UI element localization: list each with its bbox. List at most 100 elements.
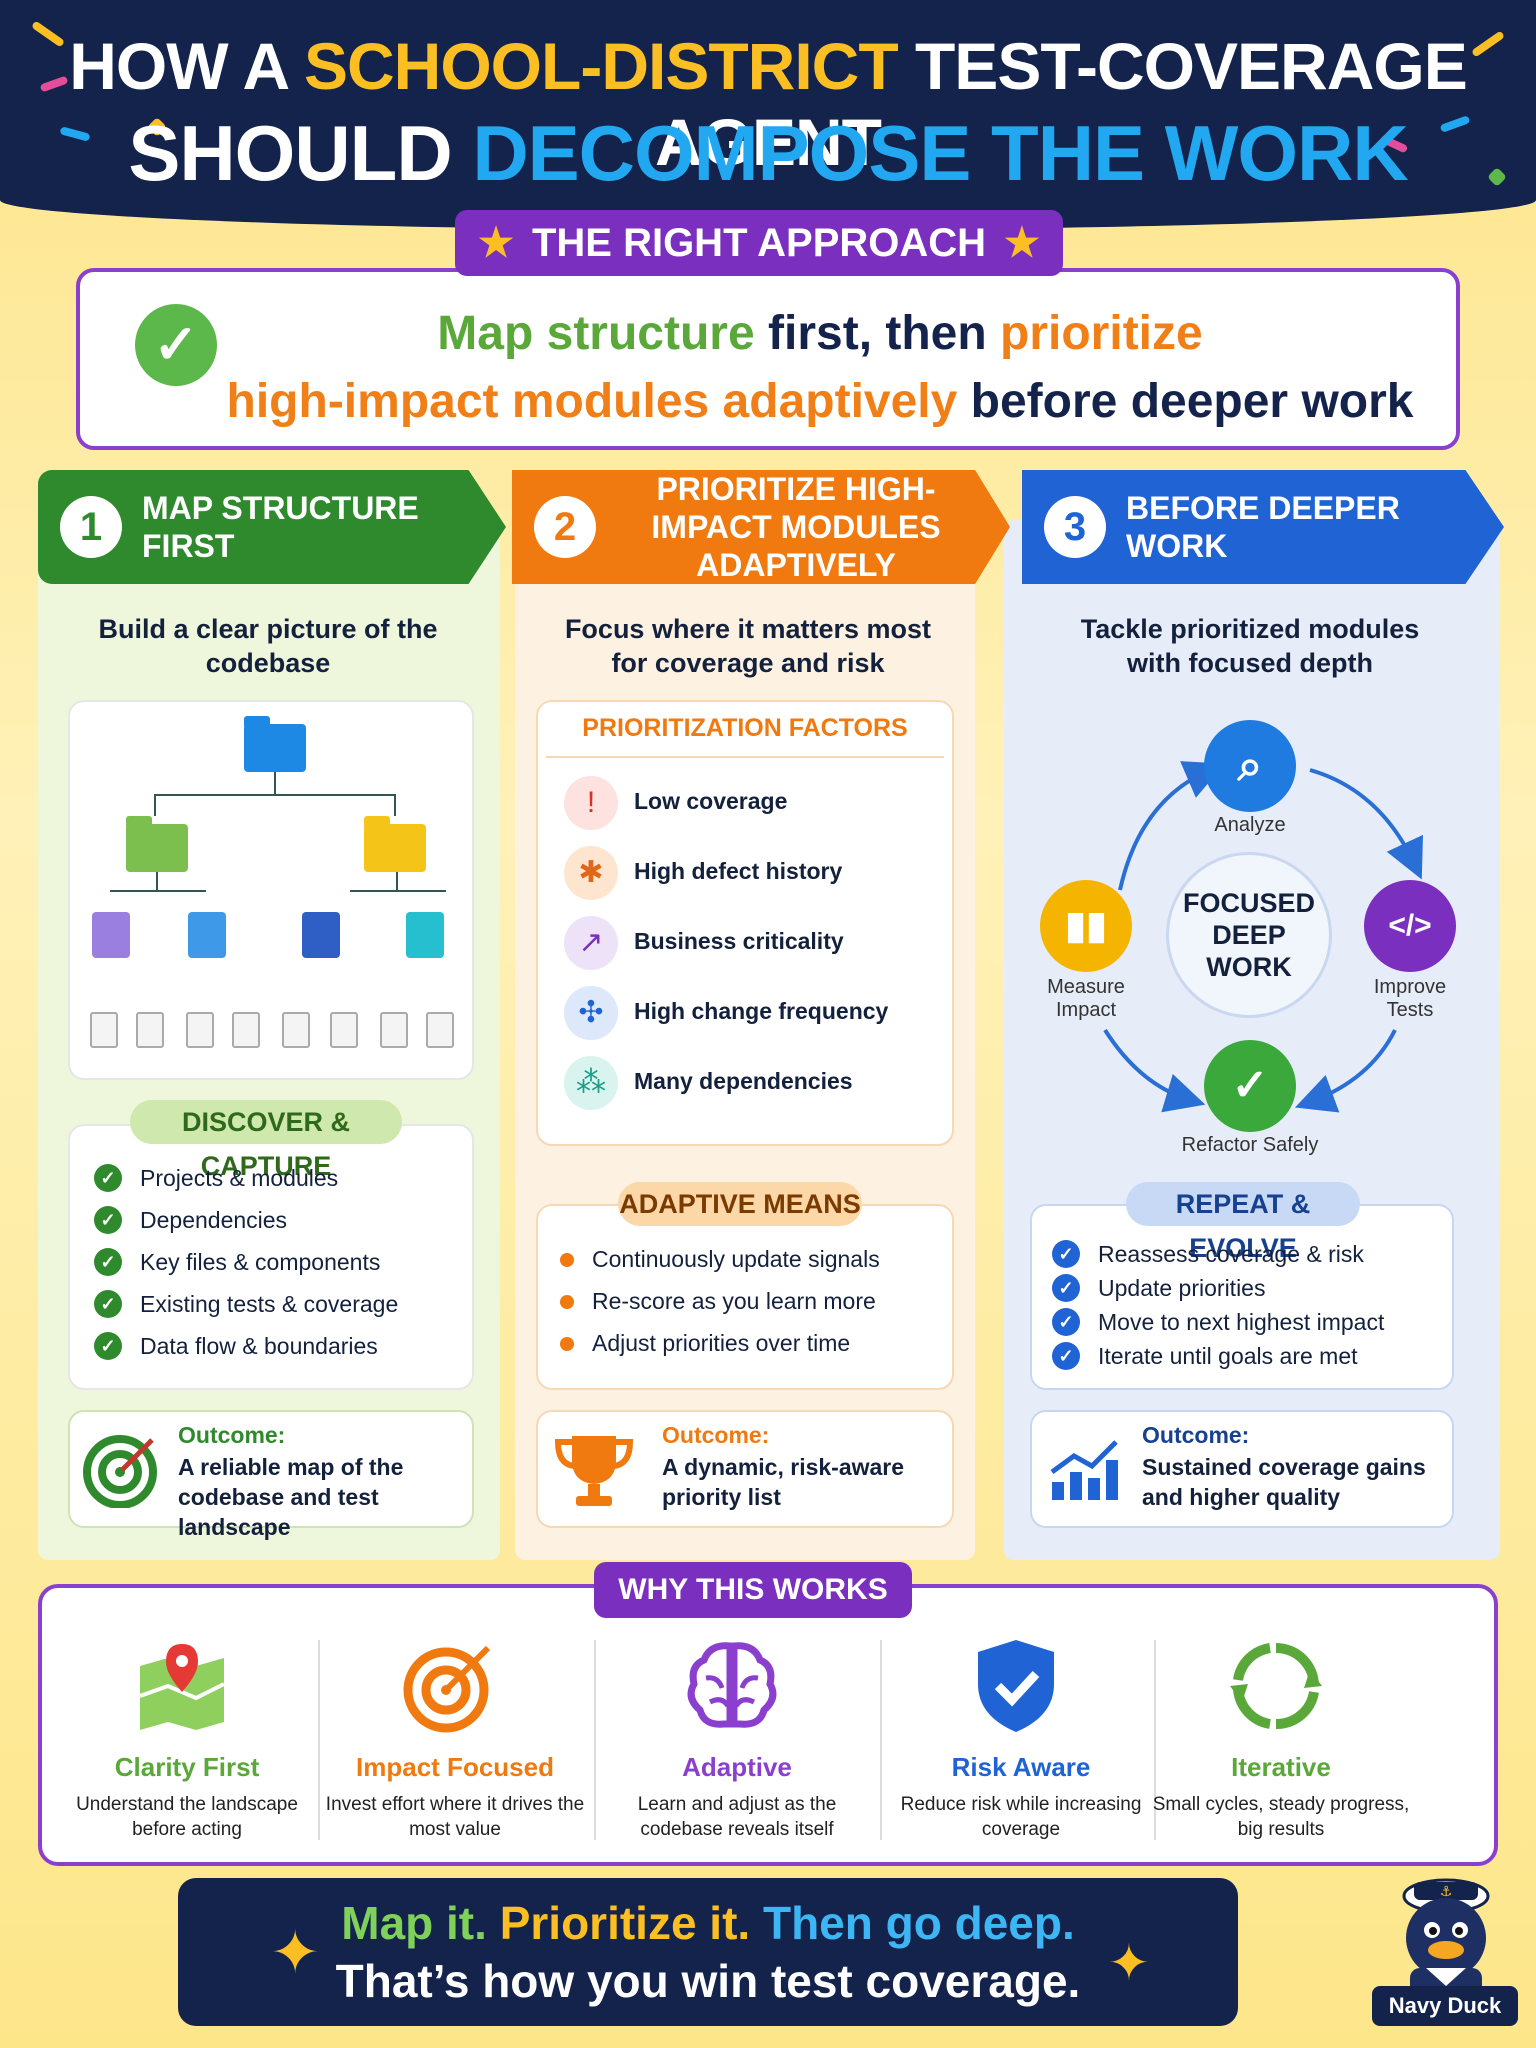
check-icon: ✓ [1052, 1342, 1080, 1370]
factor-item: Low coverage [634, 788, 788, 814]
step-label: MAP STRUCTURE FIRST [142, 490, 419, 564]
tree-line [110, 890, 206, 892]
check-icon: ✓ [1052, 1308, 1080, 1336]
check-icon: ✓ [1052, 1240, 1080, 1268]
step-number: 1 [60, 496, 122, 558]
file-icon [380, 1012, 408, 1048]
divider [318, 1640, 320, 1840]
tree-line [394, 794, 396, 816]
why-pill: WHY THIS WORKS [594, 1562, 912, 1618]
shield-alert-icon: ! [564, 776, 618, 830]
document-icon [406, 912, 444, 958]
list-item: Re-score as you learn more [560, 1288, 876, 1315]
check-icon: ✓ [94, 1248, 122, 1276]
discover-card [68, 1124, 474, 1390]
bullet-dot [560, 1252, 574, 1267]
document-icon [188, 912, 226, 958]
network-icon: ✣ [564, 986, 618, 1040]
step-label: PRIORITIZE HIGH-IMPACT MODULES ADAPTIVEL… [651, 471, 941, 583]
list-item: ✓Move to next highest impact [1052, 1308, 1384, 1336]
folder-icon [244, 716, 306, 772]
document-icon [302, 912, 340, 958]
footer-line-2: That’s how you win test coverage. [335, 1955, 1081, 2007]
why-item-adaptive: Adaptive Learn and adjust as the codebas… [602, 1600, 872, 1860]
cycle-label: Improve Tests [1373, 976, 1447, 1021]
step-3-banner: 3 BEFORE DEEPER WORK [1022, 470, 1504, 584]
list-item: Continuously update signals [560, 1246, 880, 1273]
folder-icon [126, 816, 188, 872]
adaptive-card [536, 1204, 954, 1390]
target-icon [83, 1435, 157, 1508]
mascot-label: Navy Duck [1372, 1986, 1518, 2026]
bullet-dot [560, 1294, 574, 1309]
why-box [38, 1584, 1498, 1866]
file-icon [136, 1012, 164, 1048]
check-icon: ✓ [94, 1206, 122, 1234]
file-icon [330, 1012, 358, 1048]
code-icon: </> [1364, 880, 1456, 972]
file-icon [186, 1012, 214, 1048]
why-item-impact: Impact Focused Invest effort where it dr… [320, 1600, 590, 1860]
repeat-tag: REPEAT & EVOLVE [1126, 1182, 1360, 1263]
approach-box: ✓ Map structure first, then prioritize h… [76, 268, 1460, 450]
discover-tag: DISCOVER & CAPTURE [130, 1100, 402, 1181]
sparkle-icon: ✦ [1108, 1935, 1150, 1991]
divider [546, 756, 944, 758]
step-3-subhead: Tackle prioritized modules with focused … [1080, 614, 1420, 678]
cycle-label: Analyze [1214, 814, 1286, 836]
cycle-arrows [1103, 761, 1423, 1113]
factor-item: High defect history [634, 858, 843, 884]
dependencies-icon: ⁂ [564, 1056, 618, 1110]
header: HOW A SCHOOL-DISTRICT TEST-COVERAGE AGEN… [0, 0, 1536, 230]
list-item: ✓Key files & components [94, 1248, 380, 1276]
tree-line [396, 872, 398, 890]
trophy-icon [554, 1436, 634, 1506]
check-icon: ✓ [94, 1332, 122, 1360]
file-icon [282, 1012, 310, 1048]
step-1-subhead: Build a clear picture of the codebase [98, 614, 438, 678]
approach-statement: Map structure first, then prioritize hig… [226, 307, 1414, 428]
cycle-label: Measure Impact [1047, 976, 1125, 1021]
sparkle-icon: ✦ [270, 1919, 321, 1986]
footer-line-1: Map it. Prioritize it. Then go deep. [341, 1897, 1075, 1949]
list-item: ✓Reassess coverage & risk [1052, 1240, 1364, 1268]
approach-pill: ★THE RIGHT APPROACH★ [455, 210, 1063, 276]
why-item-risk: Risk Aware Reduce risk while increasing … [886, 1600, 1156, 1860]
svg-text:⚓: ⚓ [1440, 1884, 1453, 1900]
shield-check-icon [978, 1640, 1054, 1732]
star-icon: ★ [1004, 221, 1040, 265]
bug-icon: ✱ [564, 846, 618, 900]
step-2-subhead: Focus where it matters most for coverage… [564, 614, 932, 678]
document-icon [92, 912, 130, 958]
factor-item: Many dependencies [634, 1068, 853, 1094]
map-pin-icon [139, 1644, 225, 1730]
target-icon [403, 1645, 491, 1733]
step-3-outcome: Outcome: Sustained coverage gains and hi… [1030, 1410, 1454, 1528]
repeat-card [1030, 1204, 1454, 1390]
magnifier-icon: ⌕ [1204, 720, 1296, 812]
folder-icon [364, 816, 426, 872]
tree-line [154, 794, 156, 816]
step-2-banner: 2 PRIORITIZE HIGH-IMPACT MODULES ADAPTIV… [512, 470, 1010, 584]
list-item: Adjust priorities over time [560, 1330, 850, 1357]
list-item: ✓Projects & modules [94, 1164, 338, 1192]
step-number: 2 [534, 496, 596, 558]
divider [880, 1640, 882, 1840]
step-number: 3 [1044, 496, 1106, 558]
file-icon [90, 1012, 118, 1048]
bullet-dot [560, 1336, 574, 1351]
list-item: ✓Existing tests & coverage [94, 1290, 398, 1318]
title-line-1: HOW A SCHOOL-DISTRICT TEST-COVERAGE AGEN… [69, 29, 1467, 179]
check-icon: ✓ [1204, 1040, 1296, 1132]
step-1-outcome: Outcome: A reliable map of the codebase … [68, 1410, 474, 1540]
focused-deep-work: FOCUSED DEEP WORK [1166, 852, 1332, 1018]
tree-line [154, 794, 394, 796]
divider [1154, 1640, 1156, 1840]
factors-title: PRIORITIZATION FACTORS [582, 714, 908, 742]
adaptive-tag: ADAPTIVE MEANS [618, 1182, 862, 1226]
step-1-banner: 1 MAP STRUCTURE FIRST [38, 470, 506, 584]
step-label: BEFORE DEEPER WORK [1126, 490, 1400, 564]
file-icon [232, 1012, 260, 1048]
list-item: ✓Data flow & boundaries [94, 1332, 378, 1360]
check-icon: ✓ [94, 1164, 122, 1192]
